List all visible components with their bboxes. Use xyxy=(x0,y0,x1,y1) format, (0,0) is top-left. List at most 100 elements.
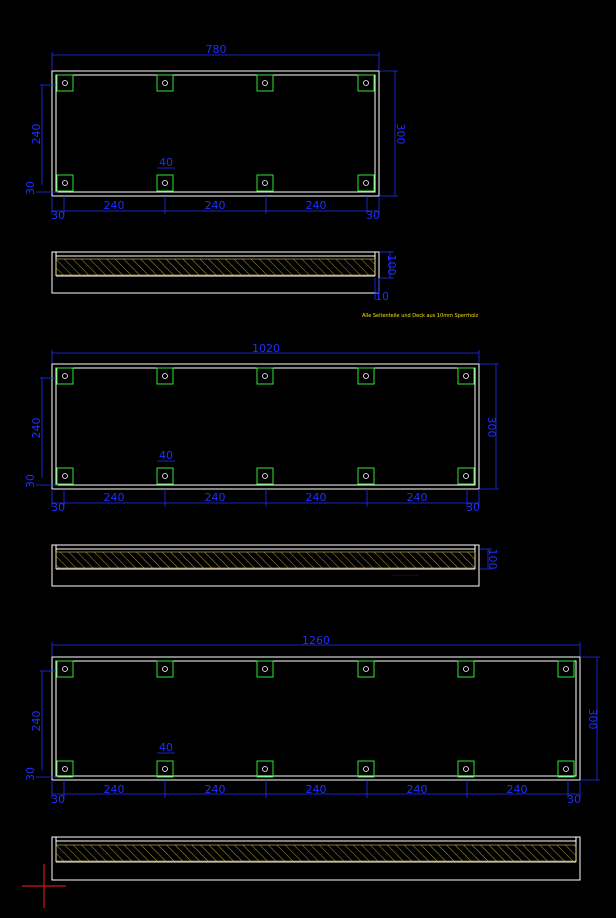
connector-block xyxy=(457,467,475,485)
screw-hole xyxy=(162,473,168,479)
connector-block xyxy=(457,367,475,385)
screw-hole xyxy=(62,666,68,672)
screw-hole xyxy=(262,473,268,479)
screw-hole xyxy=(363,80,369,86)
screw-hole xyxy=(463,373,469,379)
screw-hole xyxy=(62,373,68,379)
dimension-spacing: 240 xyxy=(407,491,428,504)
connector-block xyxy=(56,467,74,485)
connector-block xyxy=(56,74,74,92)
connector-block xyxy=(357,760,375,778)
screw-hole xyxy=(162,180,168,186)
connector-block xyxy=(156,660,174,678)
panel-780: 780 300 240 30 40 30 240 240 240 30 xyxy=(24,43,407,222)
screw-hole xyxy=(363,180,369,186)
connector-block xyxy=(357,660,375,678)
connector-block xyxy=(156,367,174,385)
connector-block xyxy=(56,660,74,678)
connector-block xyxy=(56,760,74,778)
screw-hole xyxy=(363,373,369,379)
connector-block xyxy=(256,367,274,385)
dimension-margin-left: 30 xyxy=(51,501,65,514)
panel-780-connectors xyxy=(56,74,375,192)
dimension-spacing: 240 xyxy=(104,783,125,796)
connector-block xyxy=(256,660,274,678)
screw-hole xyxy=(62,180,68,186)
dimension-section-height: 100 xyxy=(486,549,499,570)
dimension-section-height: 100 xyxy=(385,255,398,276)
section-annotation: .................. xyxy=(390,572,419,578)
dimension-margin-right: 30 xyxy=(567,793,581,806)
connector-block xyxy=(156,467,174,485)
dimension-height-300: 300 xyxy=(586,709,599,730)
panel-1260-connectors xyxy=(56,660,575,778)
screw-hole xyxy=(363,766,369,772)
dimension-spacing: 240 xyxy=(306,199,327,212)
dimension-total-1020: 1020 xyxy=(252,342,280,355)
screw-hole xyxy=(162,80,168,86)
panel-1020-connectors xyxy=(56,367,475,485)
dimension-total-1260: 1260 xyxy=(302,634,330,647)
screw-hole xyxy=(463,666,469,672)
plywood-hatch xyxy=(55,258,376,276)
connector-block xyxy=(557,760,575,778)
dimension-spacing: 240 xyxy=(104,199,125,212)
dimension-height-300: 300 xyxy=(394,124,407,145)
screw-hole xyxy=(62,766,68,772)
dimension-offset: 30 xyxy=(24,767,37,781)
section-780: 100 10 xyxy=(51,251,398,303)
screw-hole xyxy=(262,766,268,772)
dimension-spacing: 240 xyxy=(507,783,528,796)
connector-block xyxy=(357,174,375,192)
dimension-spacing: 240 xyxy=(306,783,327,796)
dimension-spacing: 240 xyxy=(205,199,226,212)
dimension-total-780: 780 xyxy=(206,43,227,56)
dimension-inner-height: 240 xyxy=(30,711,43,732)
section-1260 xyxy=(51,836,581,881)
panel-780-outline xyxy=(51,70,380,197)
screw-hole xyxy=(162,666,168,672)
screw-hole xyxy=(563,766,569,772)
screw-hole xyxy=(262,80,268,86)
panel-1260: 1260 300 240 30 40 30 240 240 240 240 24… xyxy=(24,634,600,806)
dimension-spacing: 240 xyxy=(407,783,428,796)
connector-block xyxy=(256,467,274,485)
dimension-offset: 30 xyxy=(24,474,37,488)
connector-block xyxy=(256,760,274,778)
plywood-hatch xyxy=(55,551,476,569)
panel-780-dimensions xyxy=(36,52,398,214)
dimension-margin-left: 30 xyxy=(51,209,65,222)
screw-hole xyxy=(363,666,369,672)
connector-block xyxy=(56,367,74,385)
connector-block xyxy=(156,74,174,92)
dimension-spacing: 240 xyxy=(205,491,226,504)
dimension-inner-height: 240 xyxy=(30,124,43,145)
dimension-spacing: 240 xyxy=(205,783,226,796)
section-1020: 100 .................. xyxy=(51,544,499,587)
screw-hole xyxy=(162,373,168,379)
screw-hole xyxy=(62,473,68,479)
dimension-inner-height: 240 xyxy=(30,418,43,439)
connector-block xyxy=(457,760,475,778)
connector-block xyxy=(256,74,274,92)
connector-block xyxy=(56,174,74,192)
screw-hole xyxy=(162,766,168,772)
connector-block xyxy=(357,367,375,385)
connector-block xyxy=(557,660,575,678)
connector-block xyxy=(457,660,475,678)
connector-block xyxy=(256,174,274,192)
dimension-offset: 30 xyxy=(24,181,37,195)
dimension-connector-40: 40 xyxy=(159,156,173,169)
screw-hole xyxy=(563,666,569,672)
dimension-margin-left: 30 xyxy=(51,793,65,806)
screw-hole xyxy=(463,766,469,772)
dimension-connector-40: 40 xyxy=(159,741,173,754)
connector-block xyxy=(156,760,174,778)
dimension-connector-40: 40 xyxy=(159,449,173,462)
dimension-spacing: 240 xyxy=(104,491,125,504)
connector-block xyxy=(156,174,174,192)
panel-1020: 1020 300 240 30 40 30 240 240 240 240 30 xyxy=(24,342,499,514)
crosshair-cursor[interactable] xyxy=(22,864,66,908)
dimension-spacing: 240 xyxy=(306,491,327,504)
screw-hole xyxy=(262,180,268,186)
